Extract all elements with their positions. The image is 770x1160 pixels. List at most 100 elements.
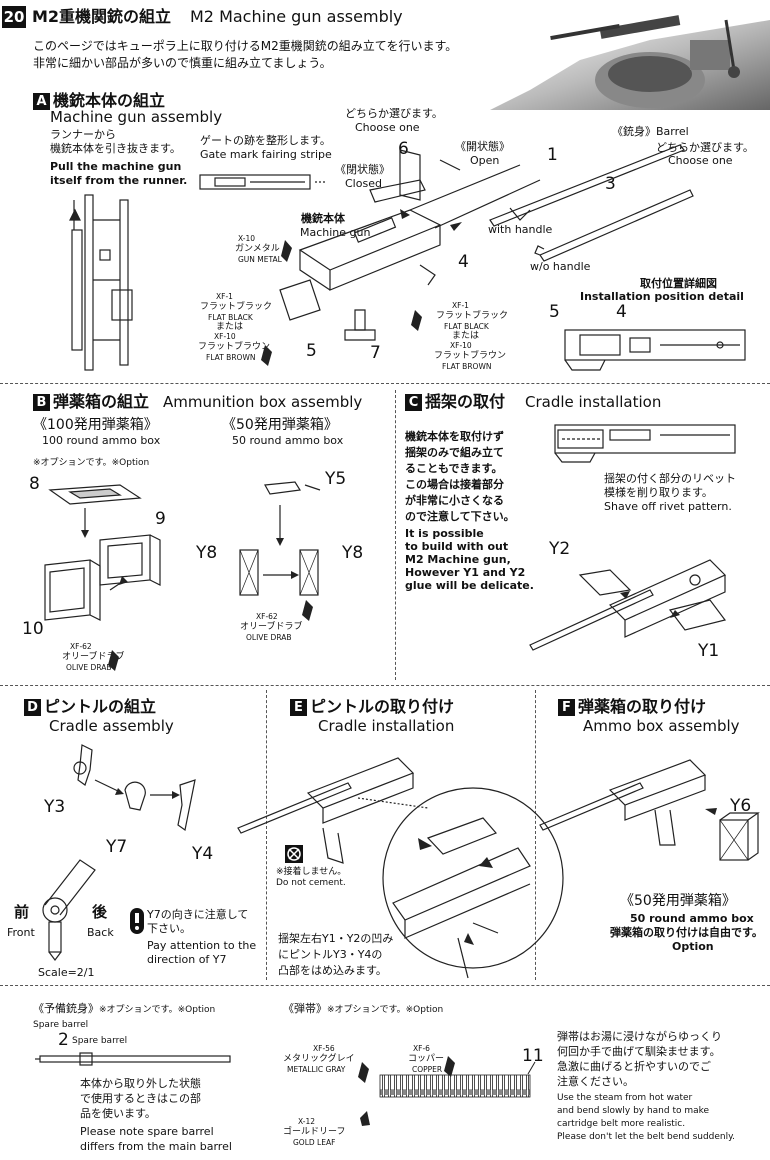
paint-or: または (216, 322, 244, 332)
divider-3 (0, 685, 770, 686)
front-en: Front (7, 926, 35, 939)
gate-fairing-drawing (199, 174, 325, 190)
spare-title: 《予備銃身》※オプションです。※Option (33, 1002, 216, 1015)
section-c-badge: C (405, 394, 422, 411)
rivet-detail-drawing (554, 424, 736, 463)
no-cement-en: Do not cement. (276, 878, 346, 888)
f-free-ja: 弾薬箱の取り付けは自由です。 (610, 926, 763, 939)
paint-xf62-ja: オリーブドラブ (62, 652, 125, 662)
belt-note-en-2: and bend slowly by hand to make (557, 1106, 710, 1116)
paint-xf10-ja: フラットブラウン (198, 342, 271, 352)
choose-one-ja: どちらか選びます。 (345, 107, 443, 120)
paint-xf10-en-2: FLAT BROWN (442, 362, 492, 371)
belt-note-en-1: Use the steam from hot water (557, 1093, 693, 1103)
paint-xf10-ja-2: フラットブラウン (434, 351, 507, 361)
cradle-install-drawing (529, 559, 727, 651)
page-title-en: M2 Machine gun assembly (190, 7, 403, 26)
open-label-ja: 《開状態》 (455, 140, 510, 153)
box100-option: ※オプションです。※Option (33, 458, 150, 468)
c-note-ja-2: 揺架のみで組み立て (405, 446, 504, 459)
divider-2 (395, 390, 396, 680)
section-a-title-en: Machine gun assembly (50, 108, 223, 126)
c-note-en-5: glue will be delicate. (405, 579, 534, 592)
spare-note-en-1: Please note spare barrel (80, 1125, 214, 1138)
paint-brush-icons-a (261, 240, 422, 366)
detail-part-5: 5 (549, 302, 560, 322)
spare-barrel-drawing (35, 1052, 231, 1066)
f-box-en: 50 round ammo box (630, 912, 754, 925)
machine-gun-en: Machine gun (300, 226, 371, 239)
paint-xf1-en: FLAT BLACK (208, 313, 253, 322)
belt-note-en-4: Please don't let the belt bend suddenly. (557, 1132, 736, 1142)
belt-title: 《弾帯》※オプションです。※Option (283, 1002, 444, 1015)
paint-xf62-ja-2: オリーブドラブ (240, 622, 303, 632)
section-c-title-en: Cradle installation (525, 393, 662, 411)
belt-p1-code: XF-56 (313, 1044, 335, 1053)
belt-note-ja-4: 注意ください。 (557, 1075, 634, 1088)
paint-xf1-ja-2: フラットブラック (436, 311, 509, 321)
attention-ja-2: 下さい。 (147, 922, 191, 935)
part-y3-label: Y3 (44, 797, 66, 817)
belt-p3-ja: ゴールドリーフ (283, 1127, 346, 1137)
detail-label-ja: 取付位置詳細図 (640, 277, 717, 290)
paint-x10-ja: ガンメタル (235, 244, 280, 254)
no-cement-ja: ※接着しません。 (276, 867, 347, 877)
pintle-scale-drawing (42, 859, 96, 961)
box50-label-ja: 《50発用弾薬箱》 (222, 417, 338, 433)
c-note-en-2: to build with out (405, 540, 509, 553)
c-note-en-3: M2 Machine gun, (405, 553, 511, 566)
runner-note-en-1: Pull the machine gun (50, 160, 182, 173)
c-note-ja-5: が非常に小さくなる (405, 494, 504, 507)
paint-xf1-ja: フラットブラック (200, 302, 273, 312)
machine-gun-body-drawing (279, 149, 541, 341)
pintle-install-drawing (237, 757, 564, 979)
belt-p2-ja: コッパー (408, 1054, 445, 1064)
section-b-badge: B (33, 394, 50, 411)
part-9-label: 9 (155, 509, 166, 529)
machine-gun-ja: 機銃本体 (301, 212, 345, 225)
spare-note-ja-1: 本体から取り外した状態 (80, 1077, 201, 1090)
belt-p2-en: COPPER (412, 1065, 443, 1074)
detail-drawing (564, 329, 746, 371)
runner-note-ja-2: 機銃本体を引き抜きます。 (50, 142, 181, 155)
choose-one-2-en: Choose one (668, 154, 733, 167)
c-note-ja-4: この場合は接着部分 (405, 478, 504, 491)
attention-en-1: Pay attention to the (147, 939, 257, 952)
e-note-ja-3: 凸部をはめ込みます。 (278, 964, 387, 977)
paint-xf1-en-2: FLAT BLACK (444, 322, 489, 331)
belt-p1-ja: メタリックグレイ (283, 1054, 355, 1064)
section-e-badge: E (290, 699, 307, 716)
pintle-drawing (73, 744, 196, 832)
c-note-en-4: However Y1 and Y2 (405, 566, 526, 579)
part-5-label: 5 (306, 341, 317, 361)
paint-xf62-code: XF-62 (70, 642, 92, 651)
e-note-ja-2: にピントルY3・Y4の (278, 948, 383, 961)
back-en: Back (87, 926, 114, 939)
belt-note-ja-2: 何回か手で曲げて馴染ませます。 (557, 1045, 721, 1058)
detail-part-4: 4 (616, 302, 627, 322)
open-label-en: Open (470, 154, 500, 167)
paint-x10-code: X-10 (238, 234, 256, 243)
divider-6 (0, 985, 770, 986)
rivet-note-ja-1: 揺架の付く部分のリベット (604, 472, 736, 485)
belt-note-ja-1: 弾帯はお湯に浸けながらゆっくり (557, 1030, 722, 1043)
back-ja: 後 (92, 903, 108, 921)
spare-note-ja-3: 品を使います。 (80, 1107, 156, 1120)
gate-note-en: Gate mark fairing stripe (200, 148, 332, 161)
box100-label-ja: 《100発用弾薬箱》 (33, 417, 158, 433)
belt-p2-code: XF-6 (413, 1044, 430, 1053)
part-10-label: 10 (22, 619, 44, 639)
attention-en-2: direction of Y7 (147, 953, 227, 966)
section-d-badge: D (24, 699, 41, 716)
barrel-label: 《銃身》Barrel (612, 125, 689, 138)
part-y4-label: Y4 (192, 844, 214, 864)
attention-icon (130, 908, 144, 934)
divider-1 (0, 383, 770, 384)
belt-note-en-3: cartridge belt more realistic. (557, 1119, 686, 1129)
section-f-title-en: Ammo box assembly (583, 717, 740, 735)
with-handle-label: with handle (488, 223, 553, 236)
part-y8-left-label: Y8 (196, 543, 218, 563)
